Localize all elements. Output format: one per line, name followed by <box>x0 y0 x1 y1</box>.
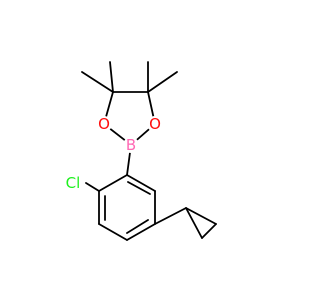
oxygen-left-label: O <box>98 115 110 133</box>
chlorine-label: Cl <box>66 174 81 192</box>
bond-c1-me-a <box>109 61 114 93</box>
bond-aryl-cl <box>85 182 100 192</box>
bond-cp-2 <box>201 223 217 239</box>
bond-c2-me-b <box>147 71 178 93</box>
bond-ring-4 <box>126 223 156 241</box>
bond-cp-3 <box>185 207 203 239</box>
chlorine-bg <box>62 176 84 194</box>
bond-aryl-cyclopropyl <box>154 207 187 225</box>
bond-ring-double-3 <box>126 219 149 234</box>
bond-ring-double-1 <box>127 181 151 195</box>
oxygen-right-label: O <box>149 115 161 133</box>
bond-ring-1 <box>98 174 128 192</box>
bond-c1-me-b <box>81 71 114 93</box>
bond-cp-1 <box>185 207 217 225</box>
bond-ring-3 <box>98 223 128 241</box>
o-left-bg <box>96 116 112 132</box>
molecule-diagram: O O B Cl <box>62 61 217 241</box>
o-right-bg <box>147 116 163 132</box>
boron-label: B <box>126 136 136 154</box>
boron-bg <box>123 137 139 153</box>
bond-ring-6 <box>126 174 156 192</box>
